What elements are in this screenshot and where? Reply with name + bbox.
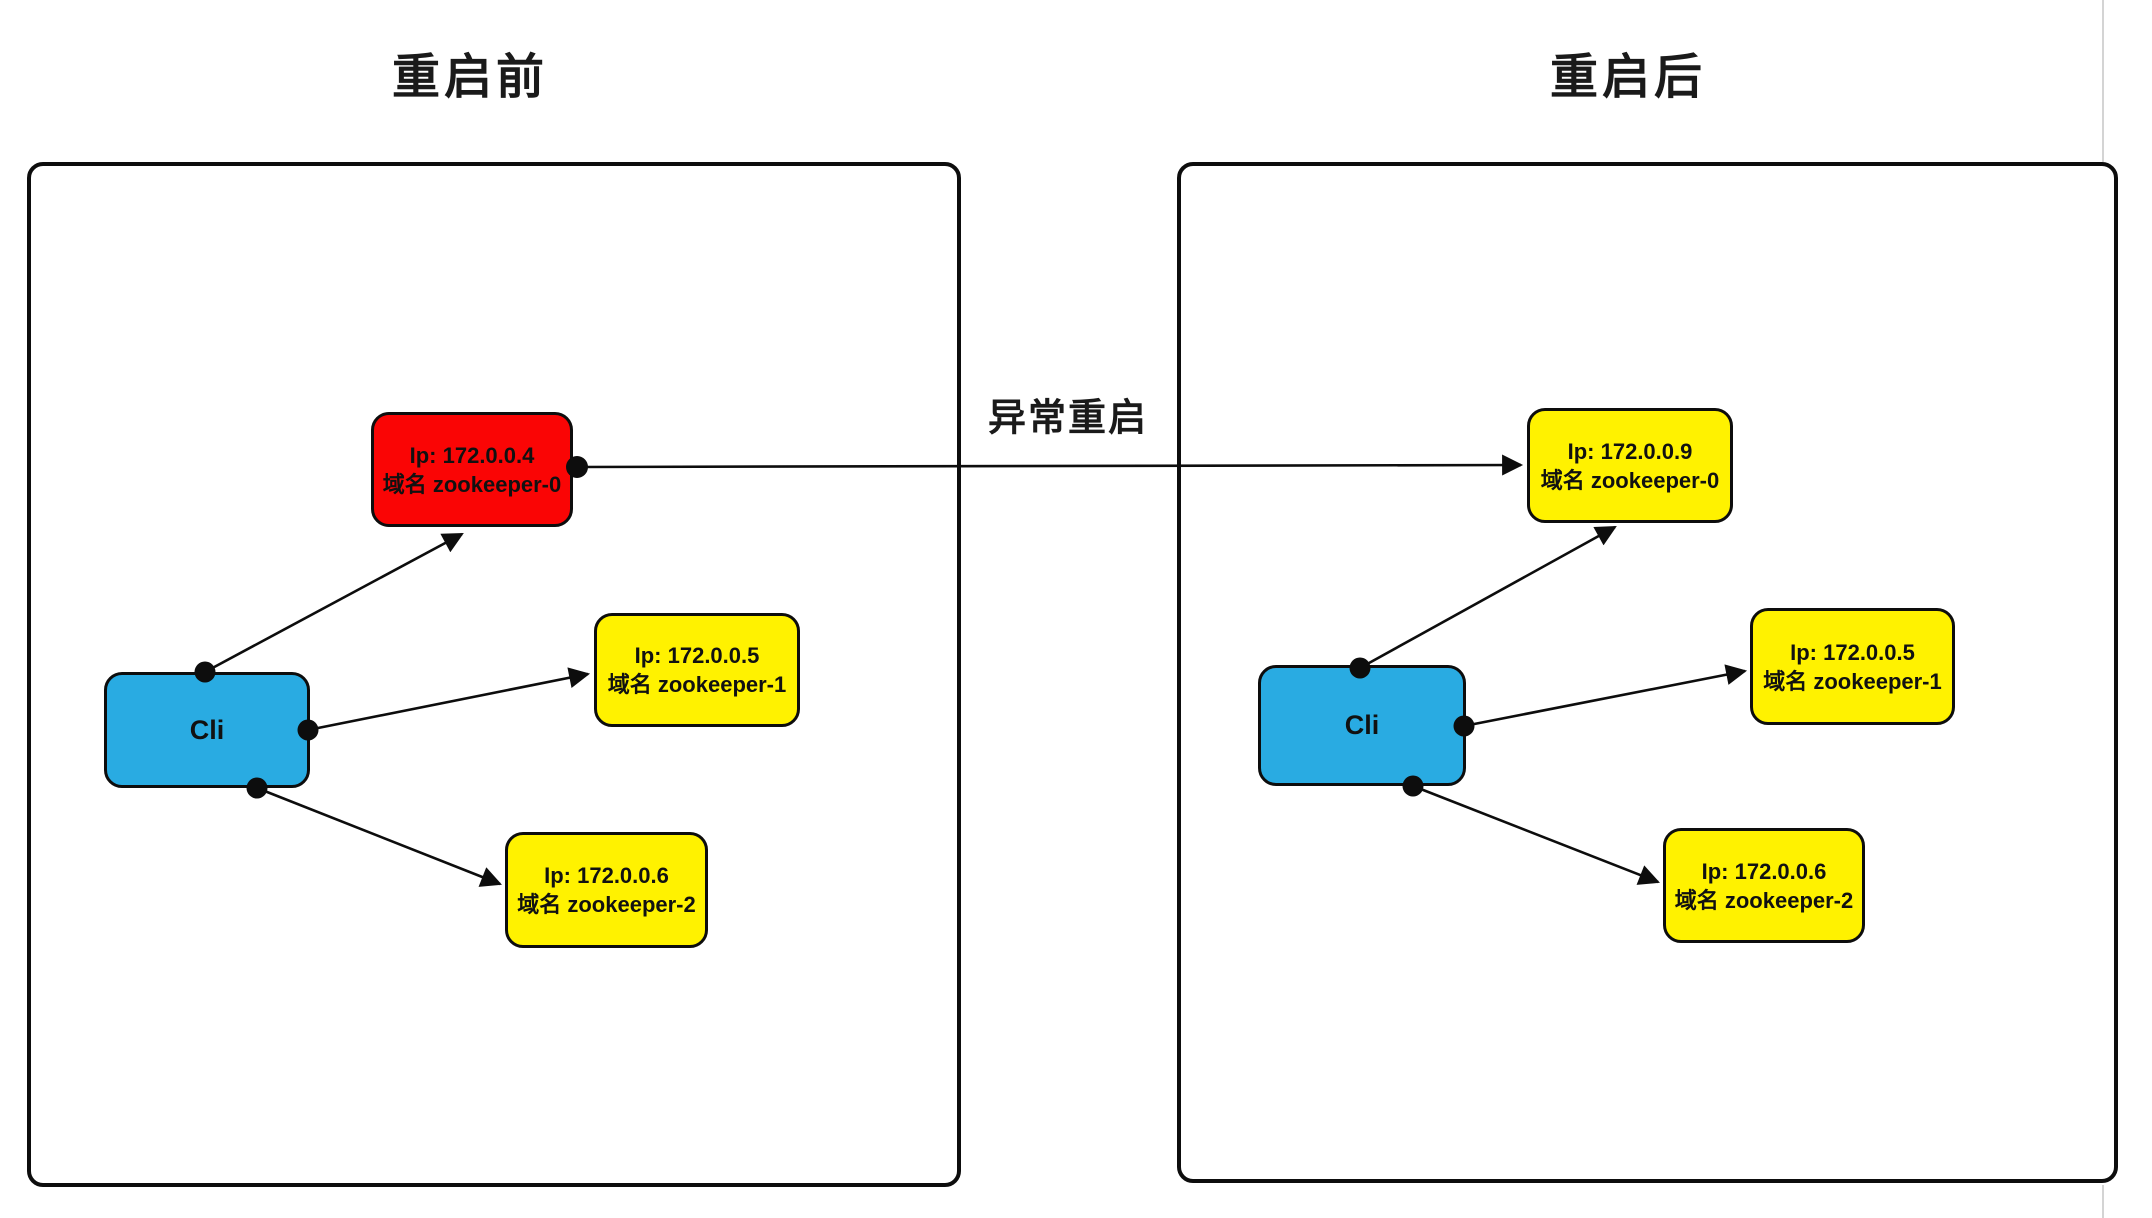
- node-zookeeper-2-before: Ip: 172.0.0.6 域名 zookeeper-2: [505, 832, 708, 948]
- page-edge-line: [2102, 1185, 2104, 1218]
- node-domain-label: 域名 zookeeper-2: [517, 892, 696, 917]
- node-zookeeper-1-before: Ip: 172.0.0.5 域名 zookeeper-1: [594, 613, 800, 727]
- node-domain-label: 域名 zookeeper-2: [1674, 887, 1854, 913]
- node-zookeeper-0-after: Ip: 172.0.0.9 域名 zookeeper-0: [1527, 408, 1733, 523]
- node-zookeeper-2-after: Ip: 172.0.0.6 域名 zookeeper-2: [1663, 828, 1865, 943]
- node-ip-label: Ip: 172.0.0.4: [409, 442, 535, 468]
- panel-title-after-restart: 重启后: [1549, 51, 1707, 104]
- cli-label: Cli: [1344, 710, 1380, 740]
- page-edge-line: [2102, 0, 2104, 162]
- node-ip-label: Ip: 172.0.0.5: [634, 643, 760, 668]
- node-cli-after: Cli: [1258, 665, 1466, 786]
- node-cli-before: Cli: [104, 672, 310, 788]
- node-domain-label: 域名 zookeeper-0: [1540, 467, 1720, 493]
- node-ip-label: Ip: 172.0.0.6: [1701, 858, 1827, 884]
- node-domain-label: 域名 zookeeper-0: [382, 471, 562, 497]
- panel-after-restart: [1177, 162, 2118, 1183]
- panel-title-before-restart: 重启前: [391, 51, 549, 104]
- node-zookeeper-0-before: Ip: 172.0.0.4 域名 zookeeper-0: [371, 412, 573, 527]
- node-domain-label: 域名 zookeeper-1: [607, 672, 787, 697]
- node-ip-label: Ip: 172.0.0.9: [1567, 438, 1693, 464]
- panel-before-restart: [27, 162, 961, 1187]
- abnormal-restart-label: 异常重启: [987, 397, 1149, 440]
- node-zookeeper-1-after: Ip: 172.0.0.5 域名 zookeeper-1: [1750, 608, 1955, 725]
- node-domain-label: 域名 zookeeper-1: [1763, 668, 1942, 694]
- node-ip-label: Ip: 172.0.0.5: [1790, 639, 1915, 665]
- node-ip-label: Ip: 172.0.0.6: [544, 863, 669, 888]
- cli-label: Cli: [189, 714, 225, 745]
